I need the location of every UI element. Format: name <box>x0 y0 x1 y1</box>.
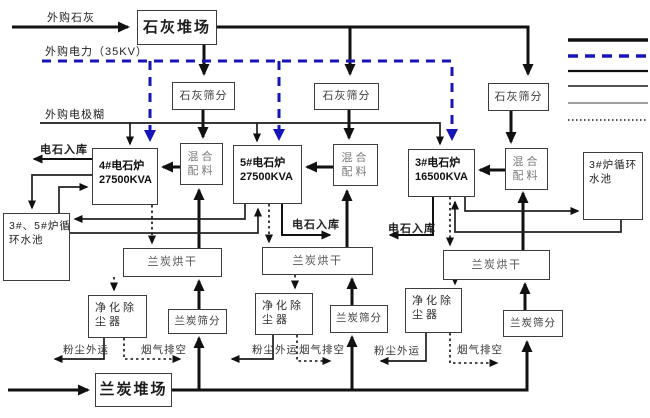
label-purchased-lime: 外购石灰 <box>47 12 95 24</box>
pool35-to-furnace5 <box>70 207 262 234</box>
label-carbide-store-5: 电石入库 <box>292 219 340 231</box>
dust-collector-1-label-2: 尘器 <box>95 316 123 329</box>
label-purchased-power: 外购电力（35KV） <box>45 46 148 58</box>
lime-screen-2-label: 石灰筛分 <box>322 90 371 103</box>
box-lime-screen-1: 石灰筛分 <box>172 82 235 110</box>
box-dust-collector-2: 净化除 尘器 <box>255 293 313 335</box>
pool-3-label-1: 3#炉循环 <box>589 159 638 171</box>
dust-collector-2-label-2: 尘器 <box>262 314 290 327</box>
dust-out-1 <box>53 338 105 363</box>
lime-screen-3-label: 石灰筛分 <box>494 90 543 103</box>
pool35-to-furnace4 <box>58 183 89 213</box>
box-mix-2: 混合 配料 <box>333 144 378 186</box>
label-dust-out-2: 粉尘外运 <box>252 344 298 356</box>
furnace-4-capacity: 27500KVA <box>99 174 152 187</box>
furnace-5-capacity: 27500KVA <box>240 171 293 184</box>
cooling-water-lines <box>28 174 622 234</box>
box-furnace-5: 5#电石炉 27500KVA <box>233 145 302 204</box>
box-coke-dry-2: 兰炭烘干 <box>262 247 373 275</box>
furnace3-to-pool3 <box>464 197 580 215</box>
mix-1-label-2: 配料 <box>187 165 216 177</box>
pool-35-label-2: 环水池 <box>9 233 44 246</box>
arrow-yard-to-screen3 <box>217 25 534 76</box>
box-pool-3: 3#炉循环 水池 <box>583 152 643 220</box>
box-lime-screen-2: 石灰筛分 <box>314 83 379 110</box>
coke-dry-3-label: 兰炭烘干 <box>471 258 522 271</box>
label-purchased-electrode-paste: 外购电极糊 <box>45 109 105 121</box>
pool-35-label-1: 3#、5#炉循 <box>9 220 71 232</box>
label-dust-out-1: 粉尘外运 <box>63 344 109 356</box>
coke-yard-label: 兰炭堆场 <box>99 381 168 399</box>
box-mix-1: 混合 配料 <box>180 143 223 185</box>
box-coke-dry-3: 兰炭烘干 <box>443 250 550 280</box>
coke-dry-2-label: 兰炭烘干 <box>292 254 343 267</box>
furnace-3-name: 3#电石炉 <box>415 157 461 169</box>
line-coke-bottom <box>172 340 533 392</box>
arrow-carbide-out-3 <box>388 197 434 240</box>
box-coke-yard: 兰炭堆场 <box>95 373 172 407</box>
box-furnace-4: 4#电石炉 27500KVA <box>92 148 158 205</box>
box-mix-3: 混合 配料 <box>505 148 548 190</box>
box-lime-yard: 石灰堆场 <box>137 10 217 45</box>
furnace-5-name: 5#电石炉 <box>240 157 286 169</box>
label-dust-out-3: 粉尘外运 <box>374 345 420 357</box>
pool3-to-furnace3 <box>451 200 622 233</box>
furnace5-to-pool35 <box>73 204 246 223</box>
dust-collector-2-label-1: 净化除 <box>262 300 304 312</box>
furnace-4-name: 4#电石炉 <box>99 160 145 172</box>
mix-3-label-1: 混合 <box>512 155 541 168</box>
furnace-3-capacity: 16500KVA <box>415 171 468 184</box>
mix-1-label-1: 混合 <box>187 150 216 163</box>
lime-yard-label: 石灰堆场 <box>142 18 211 36</box>
mix-2-label-1: 混合 <box>341 151 370 164</box>
legend-lines <box>568 38 648 121</box>
power-lines <box>42 59 458 142</box>
dust-collector-1-label-1: 净化除 <box>95 302 137 314</box>
gas-vent-3 <box>449 333 499 367</box>
label-gas-vent-1: 烟气排空 <box>141 344 187 356</box>
box-coke-screen-3: 兰炭筛分 <box>503 310 563 337</box>
gas-vent-1 <box>123 338 182 363</box>
flue-gas-lines <box>110 197 499 367</box>
box-dust-collector-3: 净化除 尘器 <box>405 288 462 333</box>
coke-dry-1-label: 兰炭烘干 <box>147 256 198 269</box>
dust-collector-3-label-2: 尘器 <box>412 309 440 322</box>
furnace4-to-pool35 <box>28 174 92 210</box>
coke-screen-3-label: 兰炭筛分 <box>510 316 556 329</box>
box-coke-screen-1: 兰炭筛分 <box>168 309 227 334</box>
box-pool-35: 3#、5#炉循 环水池 <box>3 213 70 281</box>
coke-screen-1-label: 兰炭筛分 <box>174 314 221 327</box>
box-lime-screen-3: 石灰筛分 <box>488 83 549 111</box>
coke-screen-2-label: 兰炭筛分 <box>336 312 382 325</box>
box-furnace-3: 3#电石炉 16500KVA <box>408 149 475 197</box>
label-gas-vent-3: 烟气排空 <box>457 344 503 356</box>
power-to-furnace3 <box>42 59 458 141</box>
label-carbide-store-4: 电石入库 <box>40 144 88 156</box>
mix-2-label-2: 配料 <box>341 166 370 178</box>
arrow-carbide-out-5 <box>281 204 332 240</box>
dust-out-2 <box>230 335 274 363</box>
paste-to-furnace3 <box>40 122 444 146</box>
electrode-paste-lines <box>40 122 444 146</box>
pool-3-label-2: 水池 <box>589 172 612 185</box>
mix-3-label-2: 配料 <box>512 170 541 182</box>
label-carbide-store-3: 电石入库 <box>388 223 436 235</box>
lime-screen-1-label: 石灰筛分 <box>179 89 228 102</box>
thick-flow-arrows <box>8 21 534 396</box>
box-coke-dry-1: 兰炭烘干 <box>123 248 222 277</box>
carbide-out-arrows <box>32 154 434 240</box>
box-dust-collector-1: 净化除 尘器 <box>88 295 147 338</box>
dust-out-3 <box>379 333 427 365</box>
dust-collector-3-label-1: 净化除 <box>412 295 454 307</box>
box-coke-screen-2: 兰炭筛分 <box>330 305 388 333</box>
label-gas-vent-2: 烟气排空 <box>299 344 345 356</box>
dust-out-lines <box>53 333 427 365</box>
